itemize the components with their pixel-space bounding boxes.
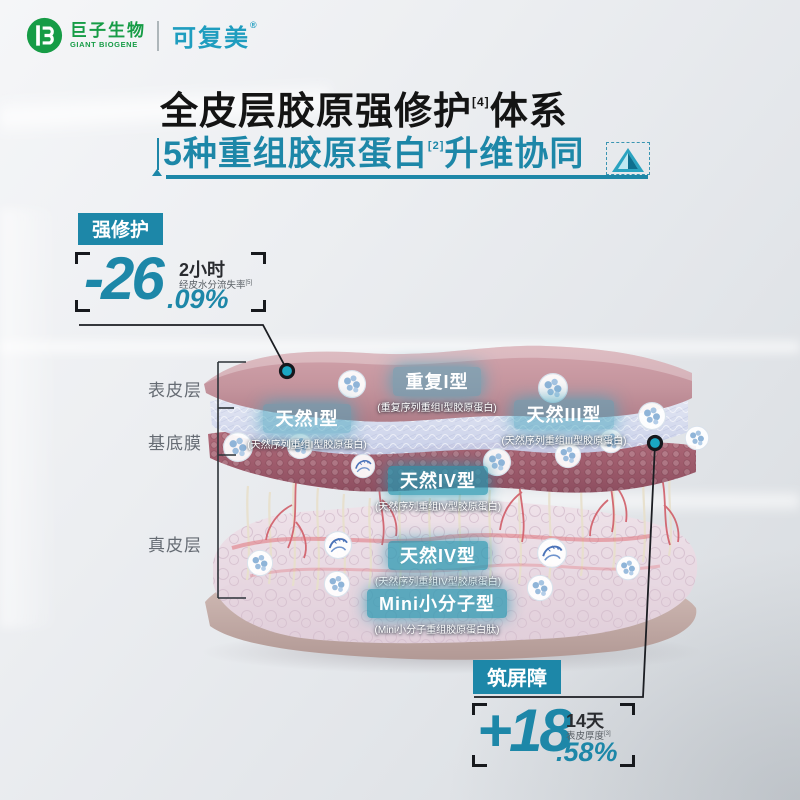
brand-company: 巨子生物 GIANT BIOGENE: [70, 22, 146, 49]
collagen-desc: (天然序列重组I型胶原蛋白): [247, 440, 367, 451]
repair-duration: 2小时: [179, 260, 226, 280]
registered-mark: ®: [250, 20, 259, 30]
frame-corner: [620, 755, 635, 767]
brand-company-en: GIANT BIOGENE: [70, 39, 138, 49]
brand-header: 巨子生物 GIANT BIOGENE 可复美®: [26, 17, 259, 54]
frame-corner: [251, 252, 266, 264]
collagen-label-repeat-1: 重复I型 (重复序列重组I型胶原蛋白): [322, 367, 552, 414]
giant-biogene-logo-icon: [26, 17, 63, 54]
frame-corner: [75, 252, 90, 264]
layer-label-epidermis: 表皮层: [148, 381, 202, 400]
layer-label-dermis: 真皮层: [148, 536, 202, 555]
page-title: 全皮层胶原强修护[4]体系: [160, 91, 568, 133]
page-subtitle: 5种重组胶原蛋白[2]升维协同: [163, 135, 585, 173]
barrier-stat-frame: [472, 703, 635, 767]
repair-metric-footnote: [5]: [245, 279, 253, 286]
barrier-connector: [474, 434, 664, 698]
brand-company-cn: 巨子生物: [70, 21, 146, 41]
collagen-desc: (天然序列重组IV型胶原蛋白): [374, 577, 502, 588]
layer-label-basement: 基底膜: [148, 434, 202, 453]
barrier-metric: 表皮厚度[3]: [566, 730, 611, 742]
barrier-duration: 14天: [566, 711, 605, 731]
collagen-label-natural-4b: 天然IV型 (天然序列重组IV型胶原蛋白): [323, 541, 553, 588]
repair-badge: 强修护: [78, 213, 164, 245]
repair-anchor-dot: [278, 362, 296, 380]
collagen-name: 重复I型: [393, 367, 481, 396]
brand-divider: [157, 20, 159, 51]
collagen-desc: (天然序列重组IV型胶原蛋白): [374, 502, 502, 513]
collagen-name: Mini小分子型: [367, 589, 507, 618]
collagen-label-mini: Mini小分子型 (Mini小分子重组胶原蛋白肽): [322, 589, 552, 636]
repair-connector: [79, 324, 296, 380]
frame-corner: [472, 703, 487, 715]
repair-metric: 经皮水分流失率[5]: [179, 279, 253, 291]
repair-decimal: .09%: [167, 284, 229, 314]
collagen-name: 天然III型: [514, 400, 614, 429]
brand-product: 可复美®: [172, 20, 259, 52]
frame-corner: [75, 300, 90, 312]
collagen-name: 天然I型: [263, 404, 351, 433]
title-footnote: [4]: [472, 95, 490, 110]
repair-value: -26: [84, 245, 165, 312]
subtitle-footnote: [2]: [427, 139, 445, 152]
barrier-decimal: .58%: [556, 737, 618, 767]
subtitle-left-triangle: [152, 169, 162, 176]
subtitle-left-bar: [157, 138, 159, 170]
barrier-badge: 筑屏障: [473, 660, 561, 694]
barrier-anchor-dot: [646, 434, 664, 452]
frame-corner: [251, 300, 266, 312]
collagen-desc: (天然序列重组III型胶原蛋白): [501, 436, 627, 447]
subtitle-underline: [166, 175, 648, 179]
pyramid-icon-glyph: [612, 148, 644, 172]
collagen-label-natural-3: 天然III型 (天然序列重组III型胶原蛋白): [449, 400, 679, 447]
collagen-desc: (Mini小分子重组胶原蛋白肽): [374, 625, 500, 636]
barrier-value: +18: [477, 697, 573, 764]
repair-stat-frame: [75, 252, 266, 312]
collagen-label-natural-4a: 天然IV型 (天然序列重组IV型胶原蛋白): [323, 466, 553, 513]
frame-corner: [620, 703, 635, 715]
collagen-desc: (重复序列重组I型胶原蛋白): [377, 403, 497, 414]
collagen-name: 天然IV型: [387, 541, 488, 570]
collagen-name: 天然IV型: [387, 466, 488, 495]
pyramid-icon: [606, 142, 650, 175]
layer-bracket: [217, 361, 246, 599]
collagen-label-natural-1: 天然I型 (天然序列重组I型胶原蛋白): [192, 404, 422, 451]
frame-corner: [472, 755, 487, 767]
barrier-metric-footnote: [3]: [604, 730, 611, 737]
